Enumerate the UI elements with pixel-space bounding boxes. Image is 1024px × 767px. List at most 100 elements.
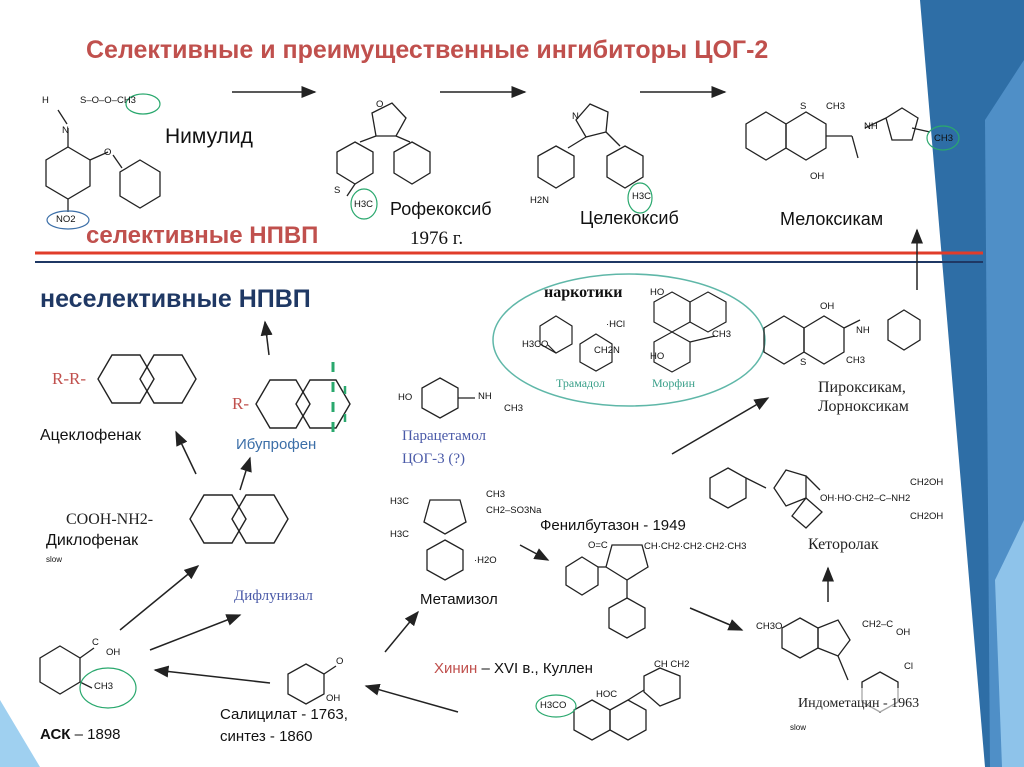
meloxicam-ch3-highlight <box>926 125 960 151</box>
ibuprofen-structure <box>255 379 351 429</box>
arrow-ask-diflunisal <box>149 614 242 651</box>
chem-ch2n-tramadol: CH2N <box>594 345 620 356</box>
quinine-line: Хинин – XVI в., Куллен <box>434 661 593 676</box>
chem-oh-ask: OH <box>106 647 121 658</box>
drug-tramadol: Трамадол <box>556 376 605 390</box>
chem-oc-phenylbutazone: O=C <box>588 540 608 551</box>
chem-o-rofecoxib: O <box>376 99 384 110</box>
ask-year: – 1898 <box>70 726 121 743</box>
chem-h2n-celecoxib: H2N <box>530 195 550 206</box>
phenylbutazone-structure <box>565 544 649 639</box>
chem-ch3-meloxicam: CH3 <box>826 101 846 112</box>
chem-h3co-quinine: H3CO <box>540 700 567 711</box>
chem-ho2-morphine: HO <box>650 351 665 362</box>
arrow-metamizole-phenylbutazone <box>519 544 550 561</box>
nimulid-structure <box>45 109 161 212</box>
quinine-h3co-highlight <box>535 694 577 718</box>
selective-nsaid-label: селективные НПВП <box>86 222 319 249</box>
watermark-box <box>796 688 946 712</box>
chem-s-meloxicam: S <box>800 101 807 112</box>
chem-h3c-celecoxib: H3C <box>632 191 652 202</box>
drug-lornoxicam: Лорноксикам <box>818 398 909 415</box>
chem-ch2oh-1: CH2OH <box>910 477 944 488</box>
rofecoxib-year: 1976 г. <box>410 228 464 249</box>
chem-chch2-quinine: CH CH2 <box>654 659 690 670</box>
arrow-salicylate-ask <box>153 665 271 684</box>
chem-ch3-paracetamol: CH3 <box>504 403 524 414</box>
morphine-structure <box>653 291 727 373</box>
chem-hoc-quinine: HOC <box>596 689 618 700</box>
celecoxib-structure <box>537 103 644 189</box>
chem-n-nimulid: N <box>62 125 69 136</box>
drug-aceclofenac: Ацеклофенак <box>40 427 141 444</box>
cooh-nh2-label: COOH-NH2- <box>66 511 154 528</box>
chem-oh-piroxicam: OH <box>820 301 835 312</box>
chem-h2o: ·H2O <box>474 555 497 566</box>
diclofenac-slow: slow <box>46 555 63 564</box>
nonselective-nsaid-label: неселективные НПВП <box>40 285 311 313</box>
chem-oh-ketorolac: OH·HO·CH2–C–NH2 <box>820 493 911 504</box>
quinine-structure <box>573 667 681 741</box>
salicylate-structure <box>287 663 337 705</box>
arrow-salicylate-metamizole <box>384 610 419 653</box>
chem-ch3-metamizole: CH3 <box>486 489 506 500</box>
chem-chain-phenylbutazone: CH·CH2·CH2·CH2·CH3 <box>644 541 747 552</box>
chem-nh-paracetamol: NH <box>478 391 492 402</box>
chem-oh-indomethacin: OH <box>896 627 911 638</box>
celecoxib-highlight <box>627 182 653 214</box>
drug-indomethacin: Индометацин - 1963 <box>798 696 920 711</box>
arrow-phenylbutazone-indomethacin <box>689 607 744 631</box>
narcotics-ellipse <box>492 273 766 407</box>
chem-no2: NO2 <box>56 214 76 225</box>
tramadol-structure <box>539 315 613 372</box>
arrow-to-piroxicam <box>671 397 770 455</box>
paracetamol-structure <box>421 377 475 419</box>
arrow-diclofenac-aceclofenac <box>175 430 197 475</box>
drug-celecoxib: Целекоксиб <box>580 208 679 228</box>
nimulid-no2-highlight <box>46 210 90 230</box>
chem-so3na: CH2–SO3Na <box>486 505 542 516</box>
ask-line: АСК – 1898 <box>40 727 121 742</box>
quinine-history: – XVI в., Куллен <box>477 660 593 677</box>
rr-bicyclic-structure <box>97 354 197 404</box>
chem-ch3o-indomethacin: CH3O <box>756 621 783 632</box>
arrow-quinine-salicylate <box>364 683 459 713</box>
drug-morphine: Морфин <box>652 376 695 390</box>
drug-metamizole: Метамизол <box>420 591 498 608</box>
rofecoxib-structure <box>336 102 431 197</box>
arrow-ibuprofen-up <box>260 320 273 356</box>
chem-h3c2-metamizole: H3C <box>390 529 410 540</box>
right-ribbon-light <box>995 520 1024 767</box>
chem-hcl: ·HCl <box>606 319 625 330</box>
drug-ask: АСК <box>40 726 71 743</box>
diclofenac-structure <box>189 494 289 544</box>
salicylate-line-1: Салицилат - 1763, <box>220 706 348 723</box>
drug-diflunisal: Дифлунизал <box>234 588 313 604</box>
chem-o-salicylate: O <box>336 656 344 667</box>
rr-label: R-R- <box>52 369 86 388</box>
narcotics-label: наркотики <box>544 284 623 301</box>
metamizole-structure <box>423 499 467 581</box>
chem-ho-morphine: HO <box>650 287 665 298</box>
drug-ketorolac: Кеторолак <box>808 536 879 553</box>
page-title: Селективные и преимущественные ингибитор… <box>86 36 769 64</box>
arrow-ask-diclofenac <box>119 565 200 631</box>
chem-s-o-o-ch3: S–O–O–CH3 <box>80 95 136 106</box>
chem-ch3b-meloxicam: CH3 <box>934 133 954 144</box>
chem-ch3-piroxicam: CH3 <box>846 355 866 366</box>
ask-structure <box>39 645 95 695</box>
chem-ch3-ask: CH3 <box>94 681 114 692</box>
chem-ho-paracetamol: HO <box>398 392 413 403</box>
meloxicam-structure <box>745 107 931 161</box>
chem-ch2c-indomethacin: CH2–C <box>862 619 894 630</box>
drug-paracetamol: Парацетамол <box>402 428 487 444</box>
drug-nimulid: Нимулид <box>165 125 253 148</box>
drug-quinine: Хинин <box>434 660 478 677</box>
chem-c-ask: C <box>92 637 99 648</box>
chem-oh-salicylate: OH <box>326 693 341 704</box>
drug-rofecoxib: Рофекоксиб <box>390 199 492 219</box>
chem-nh-piroxicam: NH <box>856 325 870 336</box>
salicylate-line-2: синтез - 1860 <box>220 728 313 745</box>
arrow-diclofenac-ibuprofen <box>239 456 252 491</box>
